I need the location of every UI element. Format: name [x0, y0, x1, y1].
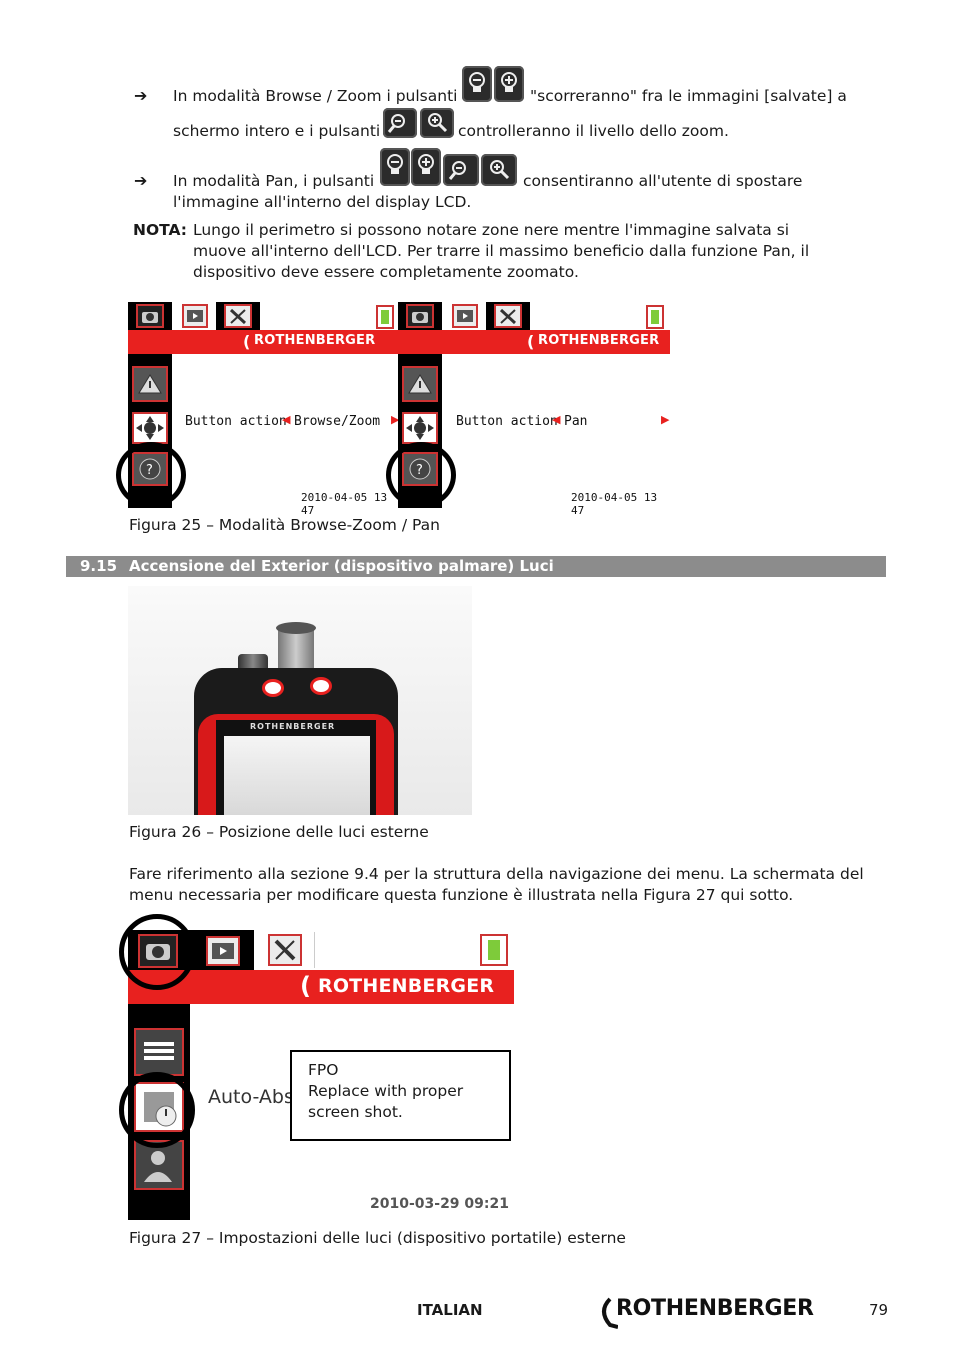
- divider: [314, 932, 315, 968]
- connector-top: [276, 622, 316, 634]
- camera-icon: [406, 304, 434, 328]
- navigate-icon: [402, 412, 438, 444]
- button-action-label: Button action: [185, 414, 287, 429]
- paragraph-line-1: Fare riferimento alla sezione 9.4 per la…: [129, 865, 864, 883]
- device-lcd: [224, 736, 370, 815]
- bullet-2-text-a: In modalità Pan, i pulsanti: [173, 172, 375, 190]
- section-header: 9.15 Accensione del Exterior (dispositiv…: [66, 556, 886, 577]
- menu-label: Auto-Abs: [208, 1086, 294, 1108]
- footer-brand-text: ROTHENBERGER: [616, 1296, 814, 1321]
- external-light-left: [262, 679, 284, 697]
- brand-logo: ROTHENBERGER: [538, 333, 660, 348]
- note-line-1: Lungo il perimetro si possono notare zon…: [193, 221, 790, 239]
- light-up-icon: [411, 148, 441, 186]
- arrow-right-icon: ▶: [661, 413, 670, 426]
- section-number: 9.15: [80, 557, 118, 575]
- zoom-in-icon: [420, 108, 454, 138]
- datetime: 2010-03-29 09:21: [370, 1196, 509, 1212]
- user-icon: [134, 1140, 184, 1190]
- bullet-2-text-c: l'immagine all'interno del display LCD.: [173, 193, 472, 211]
- lcd-screen-browse-zoom: ROTHENBERGER ( ? Button action ◀ Browse/…: [116, 302, 400, 517]
- paragraph-line-2: menu necessaria per modificare questa fu…: [129, 886, 794, 904]
- brand-swoosh-icon: [602, 1297, 618, 1329]
- light-down-icon: [462, 66, 492, 102]
- light-down-icon: [380, 148, 410, 186]
- light-up-icon: [494, 66, 524, 102]
- highlight-circle: [116, 442, 186, 508]
- figure-27-caption: Figura 27 – Impostazioni delle luci (dis…: [129, 1229, 626, 1247]
- arrow-right-icon: ▶: [391, 413, 400, 426]
- brand-bar: ( ROTHENBERGER: [128, 970, 514, 1004]
- play-icon: [452, 304, 478, 328]
- figure-25-screens: ROTHENBERGER ( ? Button action ◀ Browse/…: [116, 302, 670, 517]
- zoom-out-icon: [443, 154, 479, 186]
- warning-icon: [132, 366, 168, 402]
- fpo-line-2: Replace with proper: [308, 1082, 464, 1100]
- navigate-icon: [132, 412, 168, 444]
- highlight-circle: [119, 914, 195, 990]
- bullet-2-text-b: consentiranno all'utente di spostare: [523, 172, 803, 190]
- arrow-left-icon: ◀: [552, 413, 561, 426]
- zoom-out-icon: [383, 108, 417, 138]
- battery-icon: [480, 934, 508, 966]
- brand-swoosh-icon: (: [300, 972, 311, 1000]
- camera-icon: [136, 304, 164, 328]
- mode-value: Browse/Zoom: [294, 414, 381, 429]
- brand-logo: ROTHENBERGER: [254, 333, 376, 348]
- section-title: Accensione del Exterior (dispositivo pal…: [129, 557, 554, 575]
- list-menu-icon: [134, 1028, 184, 1076]
- button-action-label: Button action: [456, 414, 558, 429]
- device-photo: ROTHENBERGER: [128, 586, 472, 815]
- browse-buttons-image: [462, 66, 526, 104]
- arrow-left-icon: ◀: [282, 413, 291, 426]
- zoom-buttons-image: [383, 108, 455, 140]
- bullet-1-text-c: schermo intero e i pulsanti: [173, 122, 381, 140]
- bullet-1-text-d: controlleranno il livello dello zoom.: [458, 122, 729, 140]
- bullet-1-text-b: "scorreranno" fra le immagini [salvate] …: [530, 87, 847, 105]
- page-number: 79: [869, 1301, 889, 1319]
- figure-26-caption: Figura 26 – Posizione delle luci esterne: [129, 823, 429, 841]
- bullet-arrow-icon: ➔: [134, 171, 148, 190]
- brand-bar: ROTHENBERGER (: [128, 330, 400, 354]
- warning-icon: [402, 366, 438, 402]
- brand-swoosh-icon: (: [243, 332, 251, 351]
- tools-icon: [494, 304, 522, 328]
- fpo-line-1: FPO: [308, 1061, 339, 1079]
- lcd-screen-pan: ROTHENBERGER ( ? Button action ◀ Pan ▶ 2…: [386, 302, 670, 517]
- external-light-right: [310, 677, 332, 695]
- datetime: 2010-04-05 13 47: [301, 491, 388, 517]
- figure-25-caption: Figura 25 – Modalità Browse-Zoom / Pan: [129, 516, 440, 534]
- play-icon: [206, 936, 240, 966]
- note-line-2: muove all'interno dell'LCD. Per trarre i…: [193, 242, 810, 260]
- highlight-circle: [386, 442, 456, 508]
- footer-brand-logo: ROTHENBERGER: [596, 1293, 836, 1331]
- battery-icon: [646, 305, 664, 329]
- play-icon: [182, 304, 208, 328]
- fpo-line-3: screen shot.: [308, 1103, 403, 1121]
- brand-swoosh-icon: (: [527, 332, 535, 351]
- device-brand-label: ROTHENBERGER: [250, 722, 336, 731]
- note-line-3: dispositivo deve essere completamente zo…: [193, 263, 579, 281]
- brand-bar: ROTHENBERGER (: [398, 330, 670, 354]
- bullet-1-text-a: In modalità Browse / Zoom i pulsanti: [173, 87, 458, 105]
- brand-logo: ROTHENBERGER: [318, 975, 495, 997]
- zoom-in-icon: [481, 154, 517, 186]
- pan-buttons-image: [380, 148, 520, 188]
- tools-icon: [224, 304, 252, 328]
- note-label: NOTA:: [133, 221, 188, 239]
- mode-value: Pan: [564, 414, 588, 429]
- footer-language: ITALIAN: [417, 1301, 483, 1319]
- bullet-arrow-icon: ➔: [134, 86, 148, 105]
- tools-icon: [268, 934, 302, 966]
- battery-icon: [376, 305, 394, 329]
- fpo-placeholder-box: FPO Replace with proper screen shot.: [290, 1050, 511, 1141]
- highlight-circle: [119, 1072, 195, 1148]
- datetime: 2010-04-05 13 47: [571, 491, 658, 517]
